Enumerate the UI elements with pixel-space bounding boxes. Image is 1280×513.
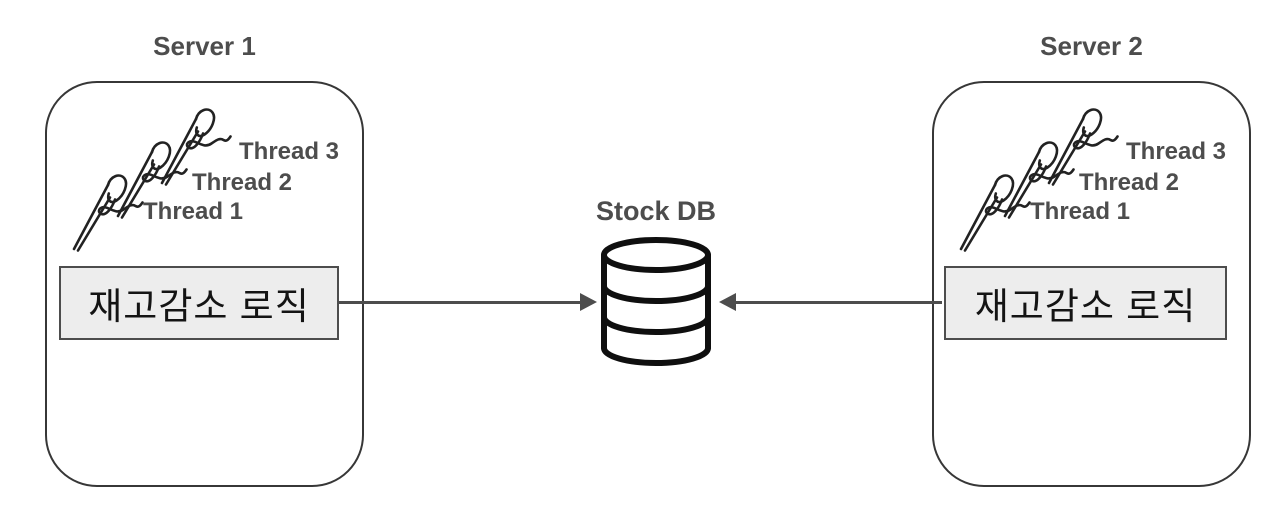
server1-thread3-label: Thread 3 [239, 138, 340, 165]
server1-thread2-label: Thread 2 [192, 169, 293, 196]
server1-thread1-label: Thread 1 [143, 198, 244, 225]
server2-logic-box: 재고감소 로직 [944, 266, 1227, 340]
arrowhead-left-icon [719, 293, 736, 311]
database-cylinder-icon [601, 237, 711, 366]
arrowhead-right-icon [580, 293, 597, 311]
server2-box: Thread 3 Thread 2 Thread 1 재고감소 로직 [932, 81, 1251, 487]
server2-thread1-label: Thread 1 [1030, 198, 1131, 225]
server2-thread2-label: Thread 2 [1079, 169, 1180, 196]
server1-logic-box: 재고감소 로직 [59, 266, 339, 340]
server1-box: Thread 3 Thread 2 Thread 1 재고감소 로직 [45, 81, 364, 487]
server1-to-db-arrow-line [337, 301, 582, 304]
server2-title: Server 2 [1040, 31, 1143, 61]
server1-title: Server 1 [153, 31, 256, 61]
server2-to-db-arrow-line [735, 301, 942, 304]
stock-db-label: Stock DB [595, 196, 717, 226]
server2-thread3-label: Thread 3 [1126, 138, 1227, 165]
